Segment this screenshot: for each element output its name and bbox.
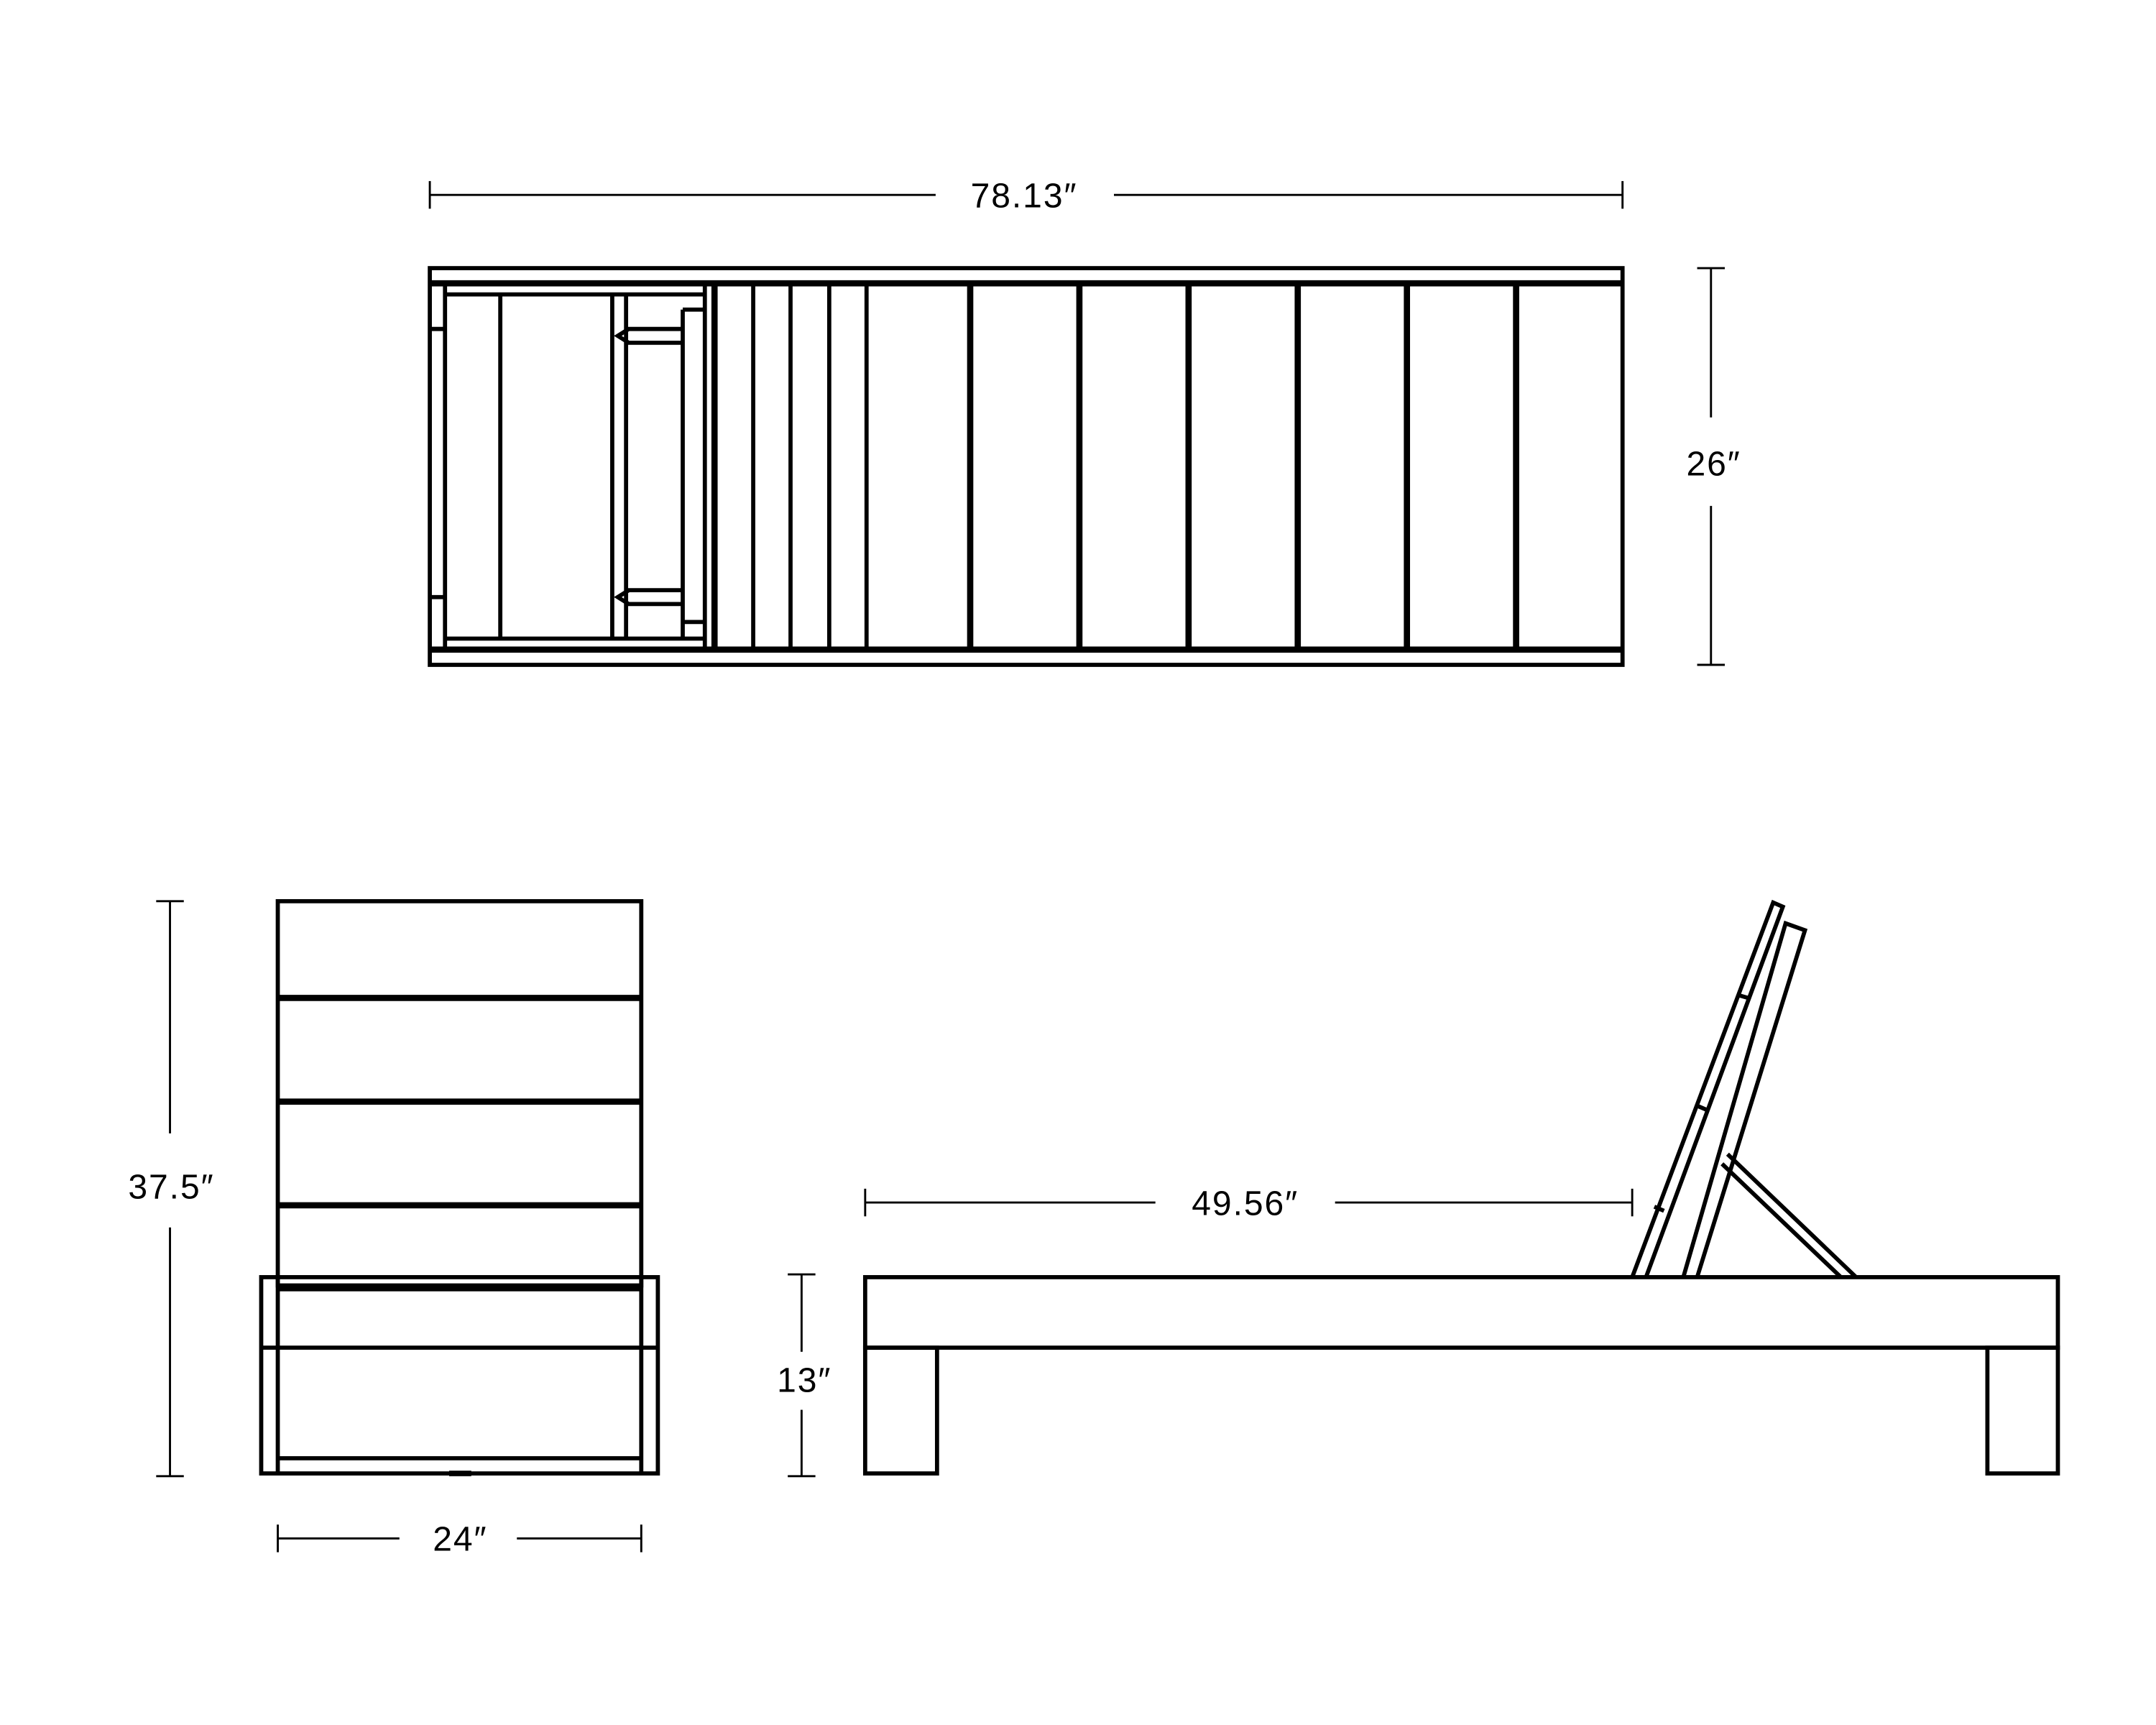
overall-length-label: 78.13″: [971, 176, 1078, 215]
dimension-overall-width: 26″: [1686, 267, 1741, 666]
top-view: [428, 266, 1625, 667]
dimension-seat-height: 13″: [777, 1273, 831, 1478]
seat-length-label: 49.56″: [1192, 1184, 1299, 1223]
overall-height-label: 37.5″: [128, 1167, 214, 1206]
dimension-seat-length: 49.56″: [864, 1184, 1634, 1223]
dimension-front-width: 24″: [277, 1520, 642, 1559]
side-view: [862, 899, 2060, 1476]
overall-width-label: 26″: [1686, 445, 1741, 484]
front-width-label: 24″: [433, 1520, 487, 1559]
front-view: [259, 898, 660, 1476]
seat-height-label: 13″: [777, 1361, 831, 1400]
dimension-overall-length: 78.13″: [428, 176, 1624, 215]
dimension-overall-height: 37.5″: [128, 900, 214, 1478]
